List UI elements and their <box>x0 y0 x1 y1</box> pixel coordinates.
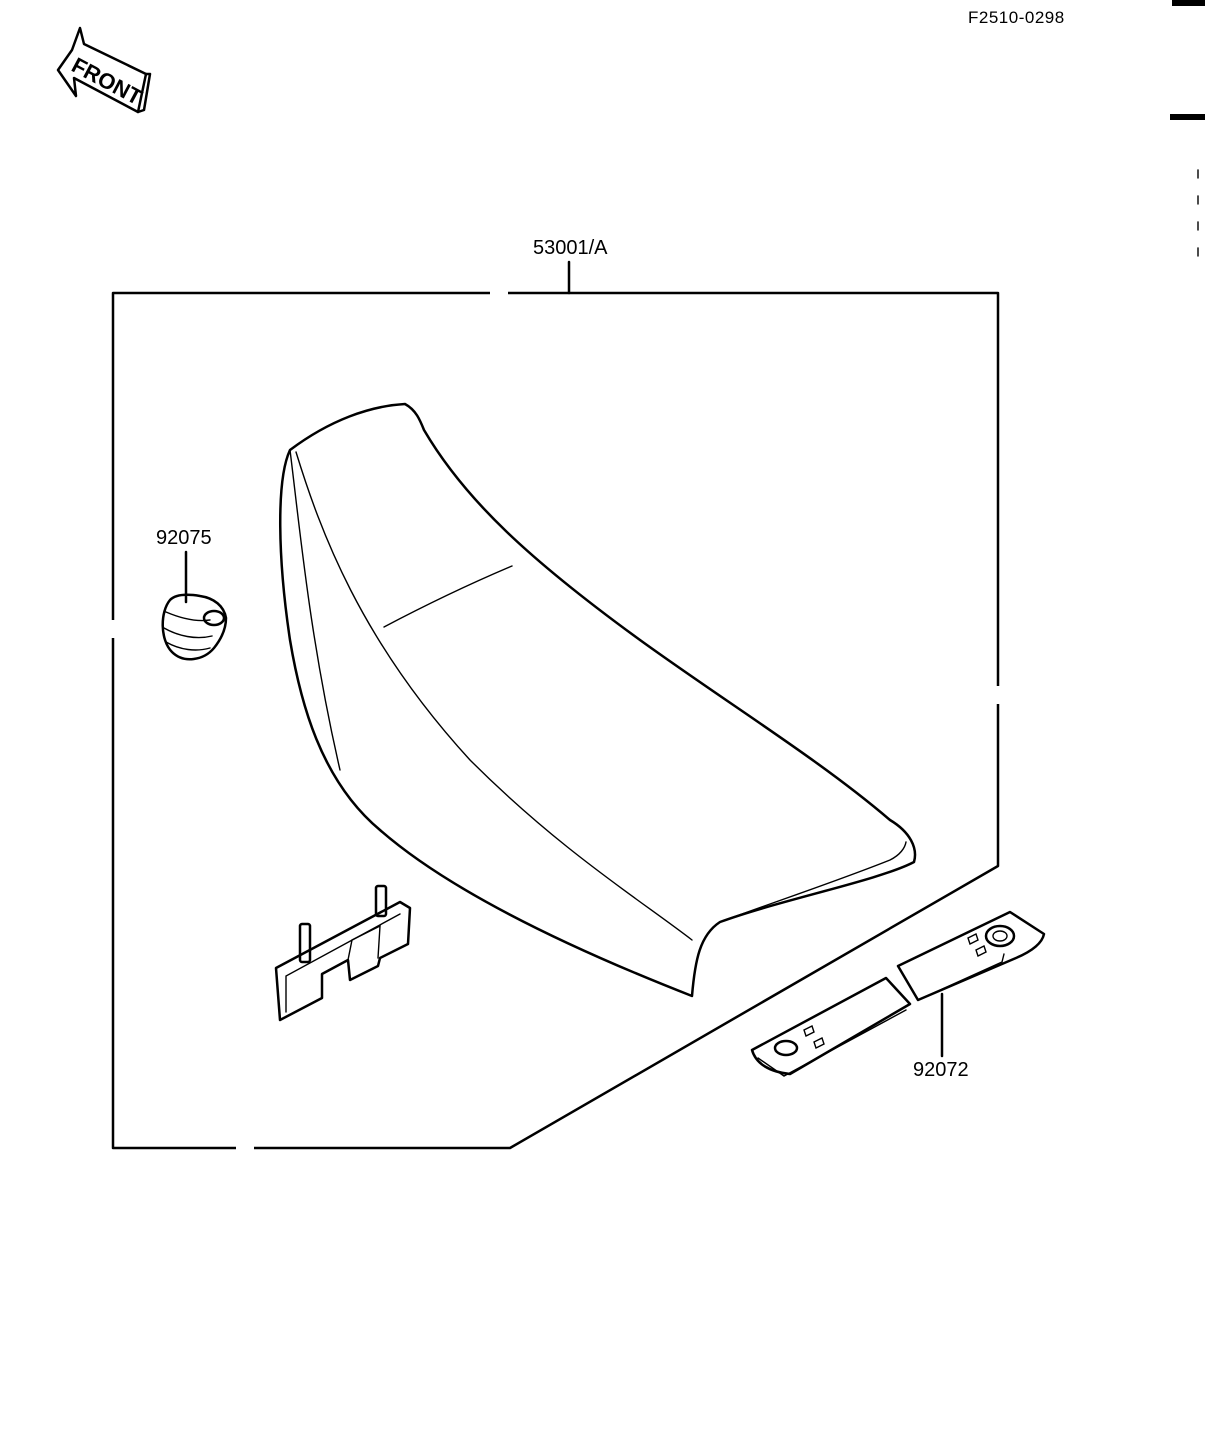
seat-bracket <box>274 884 412 1022</box>
page-edge-marks <box>1170 0 1205 257</box>
seat-assy-callout: 53001/A <box>533 237 608 295</box>
diagram-code: F2510-0298 <box>968 8 1065 27</box>
damper-label: 92075 <box>156 527 212 549</box>
seat-assy-label: 53001/A <box>533 237 608 259</box>
strap-part: 92072 <box>750 910 1046 1081</box>
seat <box>279 402 917 998</box>
assembly-frame <box>111 291 1000 1150</box>
strap-label: 92072 <box>913 1059 969 1081</box>
front-arrow-icon: FRONT <box>56 26 152 114</box>
damper-part: 92075 <box>156 527 228 661</box>
